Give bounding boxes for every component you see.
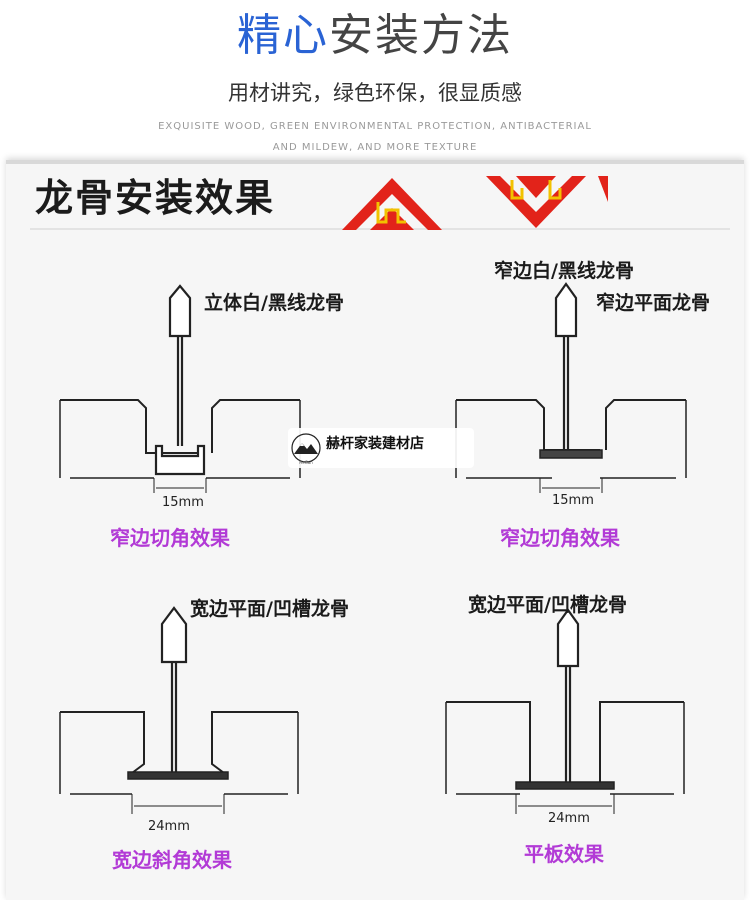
title-highlight: 精心 — [237, 10, 329, 61]
watermark-text: 赫杆家装建材店 — [326, 436, 424, 452]
page-title: 精心安装方法 — [0, 6, 750, 66]
header: 精心安装方法 用材讲究，绿色环保，很显质感 EXQUISITE WOOD, GR… — [0, 0, 750, 160]
keel-label-secondary: 窄边平面龙骨 — [596, 292, 711, 314]
ceiling-panel-right — [600, 399, 687, 479]
deco-gold-pattern-2 — [510, 180, 562, 200]
keel-label: 宽边平面/凹槽龙骨 — [190, 598, 349, 620]
effect-caption: 平板效果 — [524, 842, 604, 866]
effect-caption: 宽边斜角效果 — [112, 848, 232, 872]
keel-label: 立体白/黑线龙骨 — [204, 292, 344, 314]
keel-flange — [515, 781, 615, 790]
deco-corner — [598, 176, 608, 202]
ceiling-panel-right — [599, 701, 685, 795]
ceiling-panel-left — [59, 711, 145, 795]
subtitle: 用材讲究，绿色环保，很显质感 — [228, 81, 522, 105]
english-line-1: EXQUISITE WOOD, GREEN ENVIRONMENTAL PROT… — [158, 121, 592, 132]
deco-gold-pattern-1 — [376, 202, 406, 224]
keel-diagram-3 — [59, 606, 299, 814]
keel-diagram-4 — [445, 608, 685, 814]
keel-flange — [539, 449, 603, 459]
ceiling-panel-left — [455, 399, 600, 479]
keel-bulb — [556, 608, 580, 668]
ceiling-panel-right — [211, 711, 299, 795]
section-title: 龙骨安装效果 — [35, 176, 276, 220]
keel-bulb — [160, 606, 188, 664]
effect-caption: 窄边切角效果 — [500, 526, 620, 550]
deco-up-triangle-inner — [370, 208, 414, 230]
ceiling-panel-left — [59, 399, 200, 479]
ceiling-panel-right — [206, 399, 301, 479]
keel-bulb — [168, 284, 192, 338]
mountain-logo-icon — [291, 433, 321, 463]
english-line-2: AND MILDEW, AND MORE TEXTURE — [272, 142, 478, 153]
title-rest: 安装方法 — [329, 10, 513, 61]
dimension-label: 15mm — [552, 493, 594, 508]
keel-flange — [127, 771, 229, 780]
watermark-sub: HeGan — [299, 460, 313, 465]
deco-up-triangle-outer — [342, 178, 442, 230]
effect-caption: 窄边切角效果 — [110, 526, 230, 550]
english-tagline: EXQUISITE WOOD, GREEN ENVIRONMENTAL PROT… — [100, 116, 650, 158]
dimension-label: 24mm — [548, 811, 590, 826]
deco-down-triangle-inner — [516, 176, 556, 198]
keel-flange — [154, 444, 206, 476]
keel-diagram-1 — [59, 284, 301, 493]
keel-label: 宽边平面/凹槽龙骨 — [468, 594, 627, 616]
keel-bulb — [554, 282, 578, 338]
keel-label: 窄边白/黑线龙骨 — [494, 260, 634, 282]
keel-diagram-2 — [455, 282, 687, 493]
decorative-triangles-graphic — [342, 176, 608, 230]
ceiling-panel-left — [445, 701, 531, 795]
store-watermark: 赫杆家装建材店 HeGan — [288, 428, 474, 468]
dimension-label: 15mm — [162, 495, 204, 510]
dimension-label: 24mm — [148, 819, 190, 834]
